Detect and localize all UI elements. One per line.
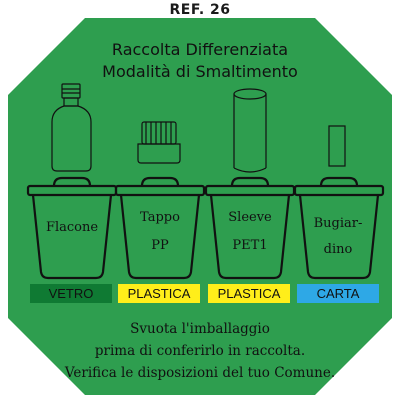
title-line-2: Modalità di Smaltimento (102, 62, 298, 81)
bin-label-line: Tappo (140, 210, 180, 225)
sleeve-icon (233, 88, 267, 173)
cap-icon (137, 121, 181, 164)
bin-label-line: PET1 (232, 238, 268, 253)
bin-bugiardino-icon (293, 176, 385, 280)
leaflet-icon (328, 125, 346, 167)
material-badge-bugiardino: CARTA (297, 284, 379, 303)
bin-label-line: Flacone (45, 220, 99, 235)
bin-label-line: PP (151, 238, 169, 253)
bin-label-vetro: Flacone (34, 218, 110, 238)
reference-code: REF. 26 (169, 2, 231, 18)
footer-line-2: prima di conferirlo in raccolta. (94, 343, 306, 359)
footer-line-3: Verifica le disposizioni del tuo Comune. (64, 365, 336, 381)
bin-label-tappo: Tappo PP (122, 208, 198, 256)
material-badge-sleeve: PLASTICA (208, 284, 290, 303)
bin-label-sleeve: Sleeve PET1 (212, 208, 288, 256)
bin-label-line: dino (323, 242, 353, 257)
material-badge-tappo: PLASTICA (118, 284, 200, 303)
bin-tappo-icon (114, 176, 206, 280)
title-line-1: Raccolta Differenziata (111, 40, 289, 59)
bin-label-bugiardino: Bugiar- dino (300, 214, 376, 260)
material-badge-vetro: VETRO (30, 284, 112, 303)
bin-label-line: Bugiar- (313, 216, 363, 231)
bin-label-line: Sleeve (228, 210, 272, 225)
footer-line-1: Svuota l'imballaggio (130, 321, 270, 337)
bottle-icon (51, 83, 92, 172)
